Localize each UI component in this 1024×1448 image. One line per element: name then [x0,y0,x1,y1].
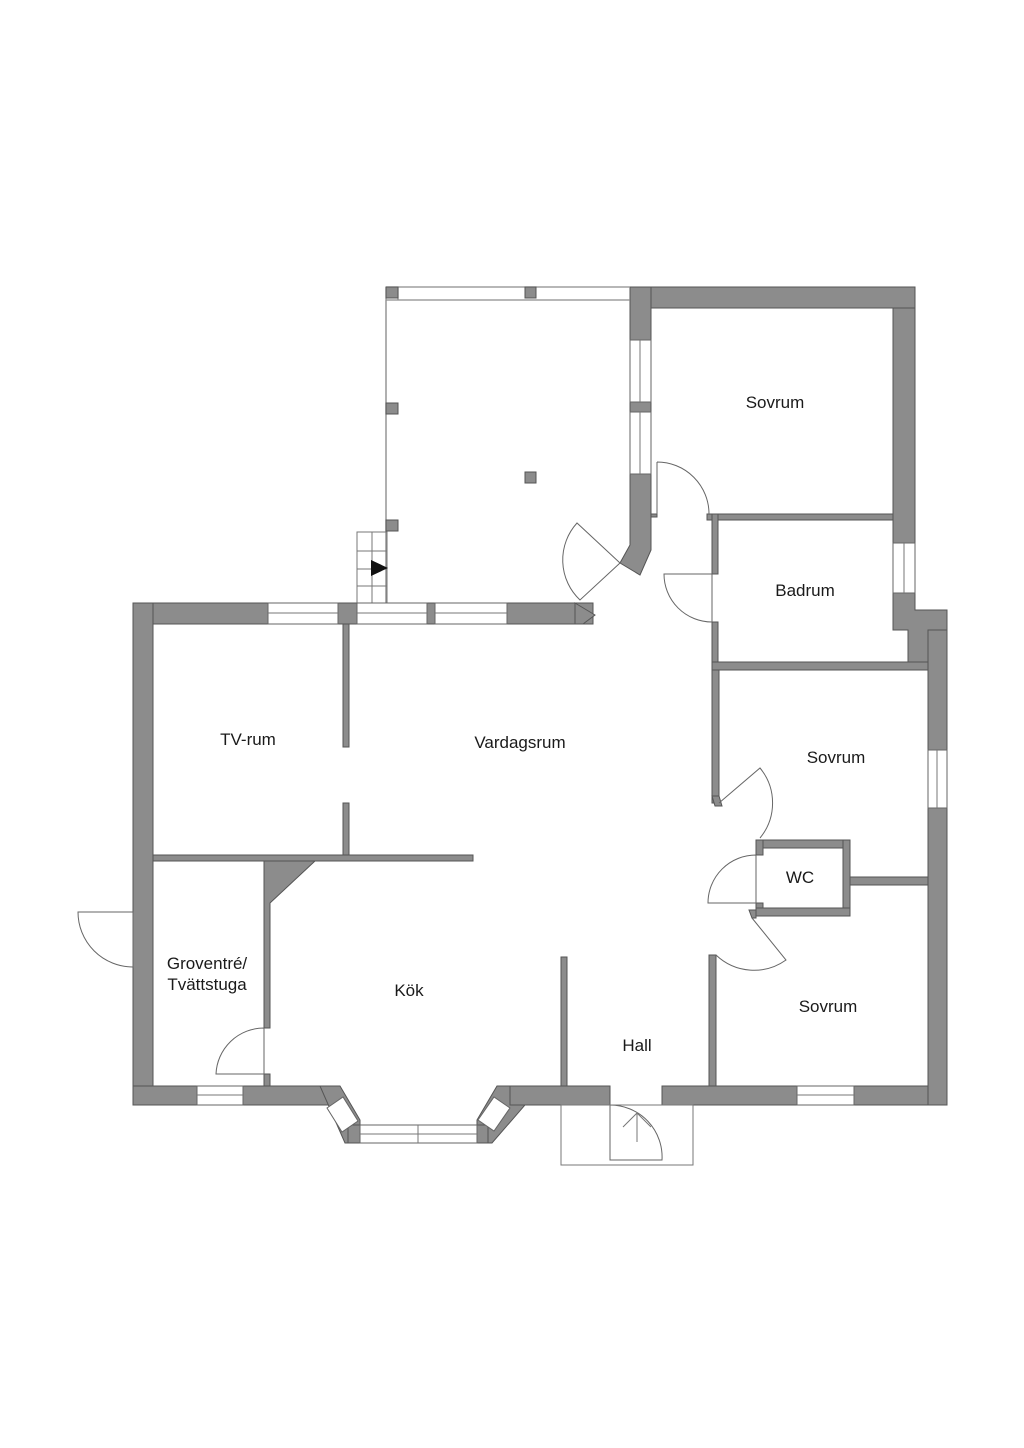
wall-wc-bottom [755,907,851,917]
wall-badrum-south [711,661,929,671]
wall-tv-lower [342,802,350,859]
label-groventre-2: Tvättstuga [167,975,247,994]
label-hall: Hall [622,1036,651,1055]
wall-hall-west [560,956,568,1087]
wall-sovrum-divider [849,876,929,886]
wall-south-mid [509,1085,611,1106]
wall-wc-left-top [755,839,764,856]
windows [196,339,948,1144]
label-vardagsrum: Vardagsrum [474,733,565,752]
label-sovrum-top: Sovrum [746,393,805,412]
door-entrance [609,1104,663,1161]
label-sovrum-bottom: Sovrum [799,997,858,1016]
wall-corner-notch [574,602,596,625]
wall-kok-stub [263,1073,271,1087]
wall-kok-west [263,860,317,1029]
wall-badrum-west-lower [711,621,719,665]
wall-stub [650,513,658,518]
wall-sovrum-mid-end [711,795,723,807]
veranda-post-3 [385,402,399,415]
wall-sovrum-badrum [706,513,894,521]
wall-tv-upper [342,623,350,748]
wall-east-upper [892,286,948,665]
wall-west [132,602,154,1106]
wall-badrum-west-upper [711,513,719,575]
veranda-post-1 [385,286,399,299]
door-sovrum-bottom [715,917,787,971]
label-sovrum-mid: Sovrum [807,748,866,767]
label-wc: WC [786,868,814,887]
door-sovrum-mid [718,767,773,839]
doors [77,461,787,1166]
wall-wc-right [842,839,851,917]
room-labels: Sovrum Badrum TV-rum Vardagsrum Sovrum W… [167,393,865,1055]
door-sovrum-top [656,461,710,515]
veranda-post-center [524,471,537,484]
door-veranda [562,522,621,601]
window-kok-bay-right [477,1096,511,1132]
interior-walls [152,513,929,1087]
door-badrum [663,573,713,623]
label-kok: Kök [394,981,424,1000]
veranda-post-4 [385,519,399,532]
door-groventre-exterior [77,911,134,968]
wall-wc-top [755,839,851,849]
label-tv-rum: TV-rum [220,730,276,749]
window-kok-bay-left [326,1096,359,1133]
wall-sovrum-mid-west [711,669,720,804]
label-badrum: Badrum [775,581,835,600]
door-kok [215,1027,265,1075]
door-wc [707,854,757,904]
entrance-steps [560,1104,694,1166]
stair-arrow-icon [371,560,388,576]
wall-north-right [629,286,916,309]
wall-wc-notch [748,909,757,919]
veranda-post-2 [524,286,537,299]
wall-east [927,609,948,1106]
label-groventre-1: Groventré/ [167,954,248,973]
wall-sovrum-bottom-west [708,954,717,1087]
wall-tv-south [152,854,474,862]
veranda [356,286,630,604]
